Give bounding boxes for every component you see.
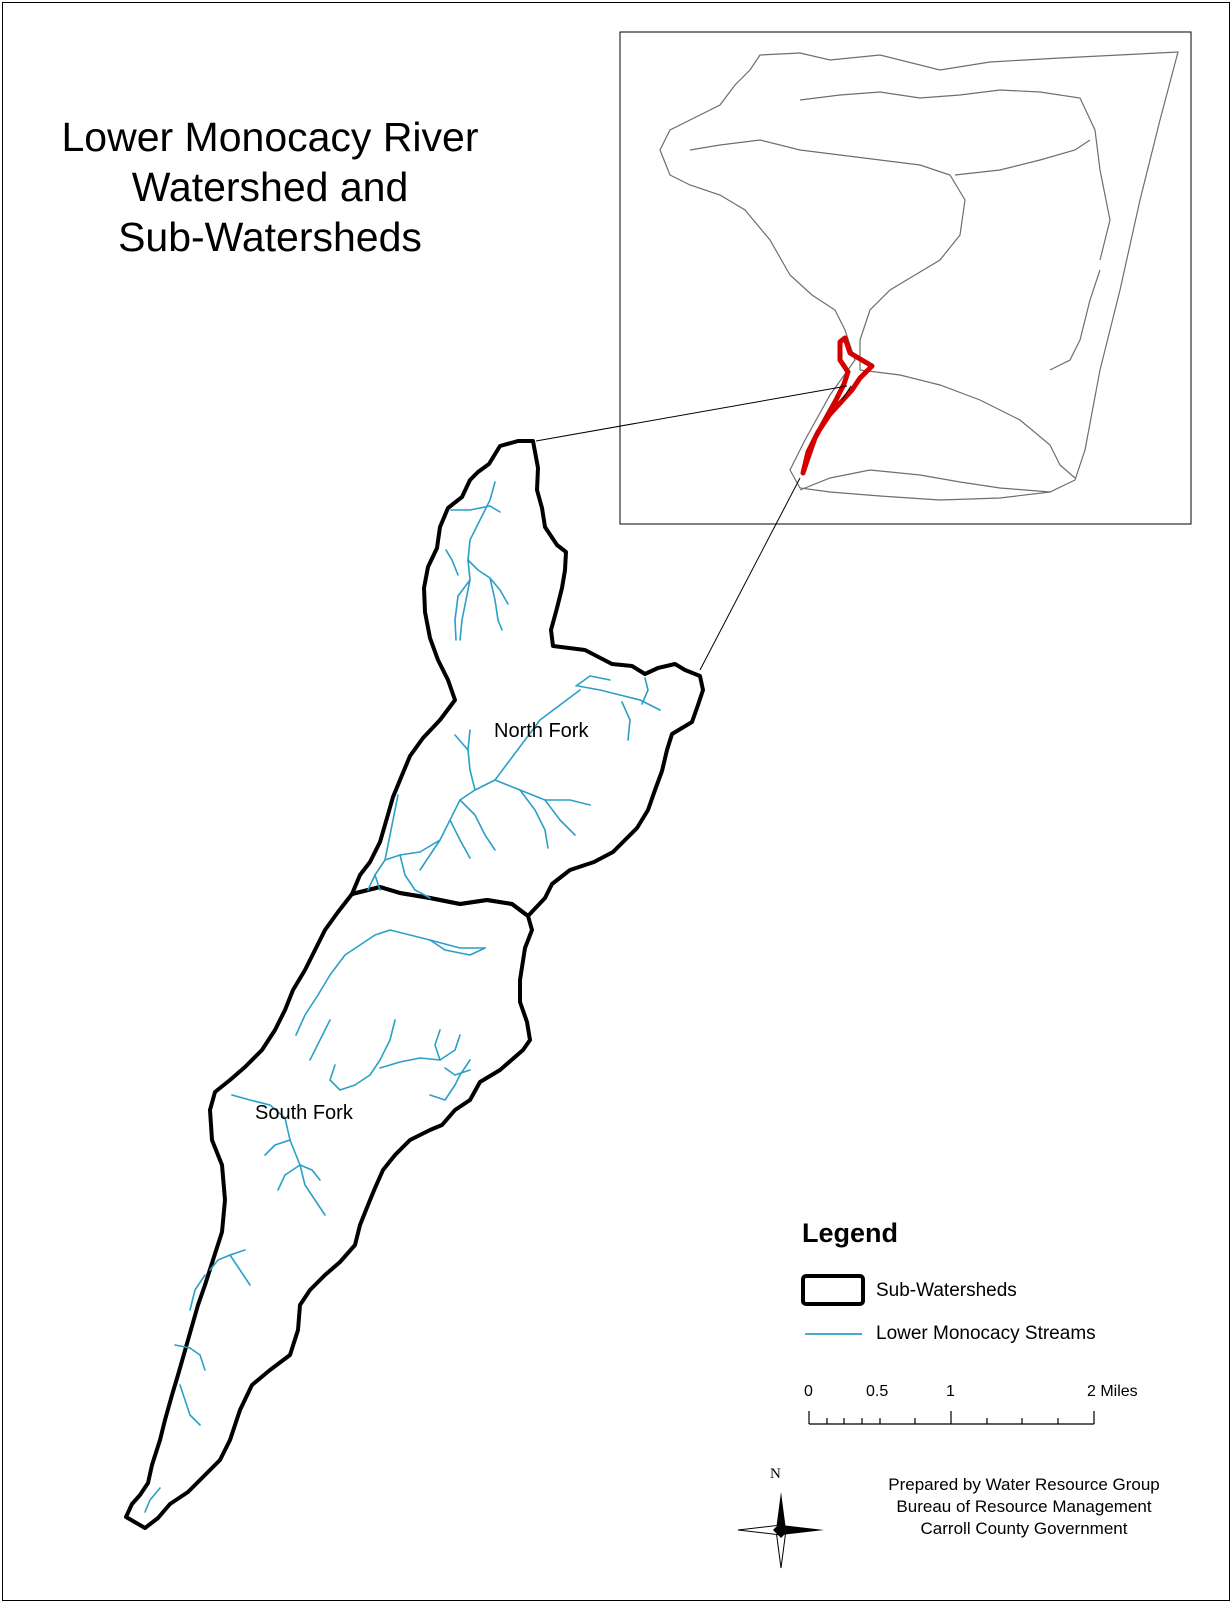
- scale-label-2-miles: 2 Miles: [1087, 1383, 1138, 1400]
- label-south-fork: South Fork: [255, 1102, 354, 1124]
- legend-sub-watershed-symbol: [801, 1274, 865, 1306]
- south-fork-boundary: [124, 885, 534, 1530]
- scale-bar: [808, 1411, 1095, 1425]
- inset-watershed-boundaries: [659, 51, 1179, 501]
- inset-map: [619, 31, 1192, 525]
- title-line-3: Sub-Watersheds: [118, 214, 422, 260]
- inset-connector-lines: [535, 385, 848, 671]
- map-title: Lower Monocacy River Watershed and Sub-W…: [0, 112, 540, 262]
- lower-monocacy-streams: [144, 481, 661, 1513]
- credits-line-3: Carroll County Government: [920, 1519, 1128, 1538]
- credits-line-1: Prepared by Water Resource Group: [888, 1475, 1160, 1494]
- north-arrow-label: N: [770, 1466, 781, 1482]
- north-arrow-icon: [737, 1492, 824, 1569]
- legend-item-streams: Lower Monocacy Streams: [876, 1323, 1096, 1344]
- inset-map-frame: [619, 31, 1192, 525]
- north-fork-boundary: [350, 439, 705, 918]
- scale-label-0: 0: [804, 1383, 813, 1400]
- credits: Prepared by Water Resource Group Bureau …: [834, 1474, 1214, 1540]
- title-line-2: Watershed and: [131, 164, 409, 210]
- scale-label-0-5: 0.5: [866, 1383, 889, 1400]
- credits-line-2: Bureau of Resource Management: [896, 1497, 1152, 1516]
- title-line-1: Lower Monocacy River: [61, 114, 479, 160]
- legend-item-sub-watersheds: Sub-Watersheds: [876, 1280, 1017, 1301]
- legend-title: Legend: [802, 1218, 899, 1248]
- label-north-fork: North Fork: [494, 720, 589, 742]
- scale-label-1: 1: [946, 1383, 955, 1400]
- sub-watershed-boundaries: [124, 439, 705, 1530]
- inset-highlight-lower-monocacy: [800, 335, 875, 476]
